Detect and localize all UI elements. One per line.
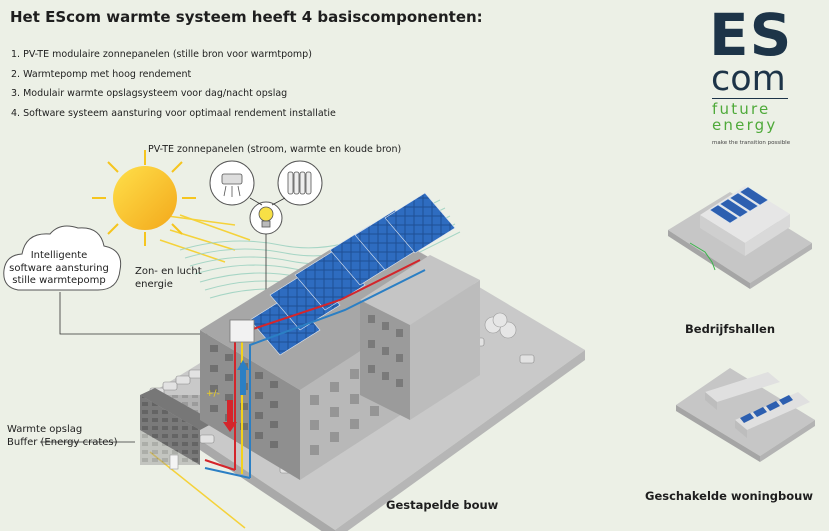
- plus-minus-label: +/-: [206, 389, 220, 399]
- energy-crates: [140, 388, 215, 465]
- logo-energy: energy: [712, 116, 778, 134]
- zon-label-line: Zon- en lucht: [135, 266, 202, 277]
- logo-tagline: make the transition possible: [712, 140, 791, 146]
- sun-rays: [149, 214, 251, 529]
- software-label: Intelligente software aansturing stille …: [0, 250, 118, 288]
- software-label-line: Intelligente: [30, 250, 88, 261]
- woningbouw-illustration: [676, 368, 815, 462]
- list-item: 3. Modulair warmte opslagsysteem voor da…: [11, 88, 288, 99]
- icon-connectors: [249, 197, 286, 300]
- pv-panels: [249, 192, 456, 356]
- buffer-label: Warmte opslag Buffer (Energy crates): [7, 423, 118, 449]
- logo-future: future: [712, 100, 771, 118]
- pipes: [204, 259, 426, 479]
- trees: [484, 312, 517, 339]
- buffer-label-line: Buffer (Energy crates): [7, 437, 118, 448]
- page-title: Het EScom warmte systeem heeft 4 basisco…: [10, 8, 483, 26]
- list-item: 1. PV-TE modulaire zonnepanelen (stille …: [11, 49, 312, 60]
- sensor-box: [169, 454, 179, 470]
- pv-label: PV-TE zonnepanelen (stroom, warmte en ko…: [148, 144, 402, 155]
- ventilator-icon: [209, 160, 255, 206]
- component-list: 1. PV-TE modulaire zonnepanelen (stille …: [11, 49, 336, 127]
- light-bulb-icon: [249, 201, 283, 235]
- software-label-line: stille warmtepomp: [12, 275, 106, 286]
- logo-divider: [712, 98, 788, 99]
- caption-bedrijfshallen: Bedrijfshallen: [685, 322, 776, 336]
- sun-icon: [92, 150, 196, 246]
- zon-label-line: energie: [135, 278, 173, 290]
- logo-com: com: [711, 59, 786, 99]
- zon-label: Zon- en lucht energie: [135, 266, 202, 291]
- caption-gestapelde-bouw: Gestapelde bouw: [386, 498, 499, 512]
- down-arrow-icon: [223, 400, 237, 432]
- bedrijfshallen-illustration: [668, 186, 812, 289]
- list-item: 4. Software systeem aansturing voor opti…: [11, 107, 336, 119]
- list-item: 2. Warmtepomp met hoog rendement: [11, 68, 192, 80]
- radiator-icon: [277, 160, 323, 206]
- logo-es: ES: [709, 1, 793, 69]
- cloud-icon: [3, 225, 122, 291]
- buffer-label-line: Warmte opslag: [7, 424, 83, 435]
- software-label-line: software aansturing: [9, 262, 109, 274]
- cloud-connector: [59, 292, 240, 335]
- up-arrow-icon: [237, 360, 249, 395]
- caption-woningbouw: Geschakelde woningbouw: [645, 489, 813, 503]
- building-tower: [360, 255, 480, 420]
- heat-pump: [223, 319, 255, 432]
